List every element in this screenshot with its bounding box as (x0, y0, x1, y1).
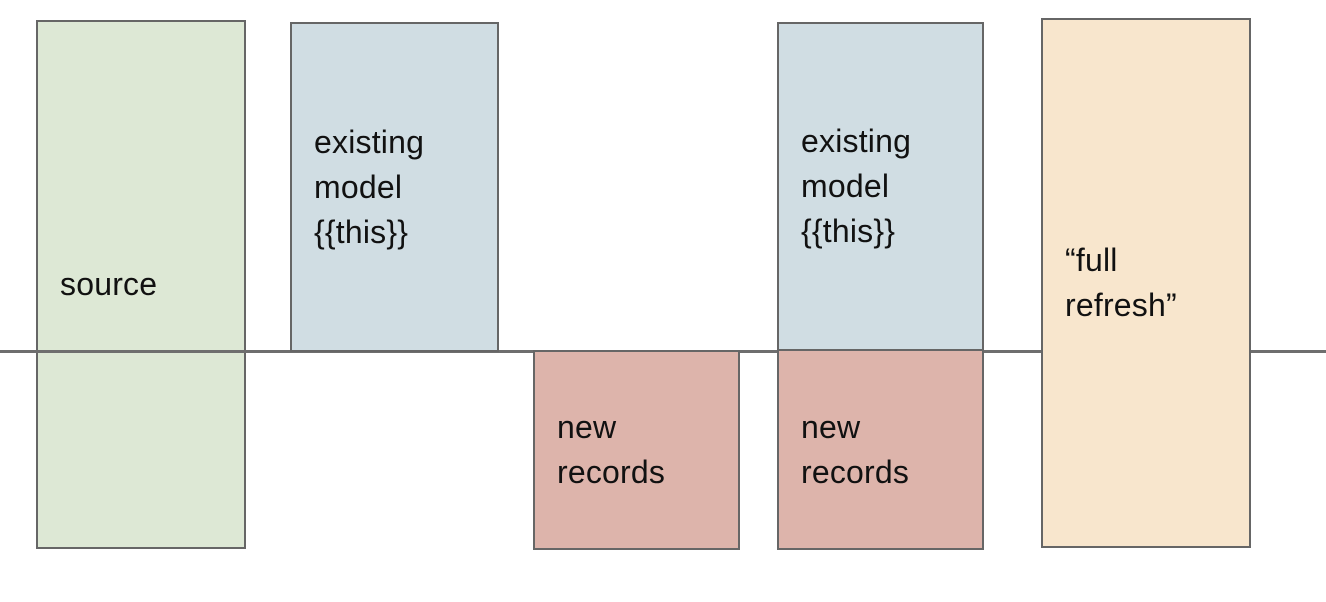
new-records-label-2: new records (801, 408, 910, 490)
existing-model-label-1: existing model {{this}} (314, 123, 425, 250)
existing-model-box-1: existing model {{this}} (290, 22, 499, 352)
new-records-label-1: new records (557, 409, 666, 490)
existing-model-box-2: existing model {{this}} (777, 22, 984, 351)
full-refresh-box: “full refresh” (1041, 18, 1251, 548)
new-records-box-1: new records (533, 350, 740, 550)
existing-model-label-2: existing model {{this}} (801, 123, 912, 249)
source-box: source (36, 20, 246, 549)
source-label: source (60, 266, 158, 302)
full-refresh-label: “full refresh” (1065, 242, 1177, 323)
new-records-box-2: new records (777, 349, 984, 550)
